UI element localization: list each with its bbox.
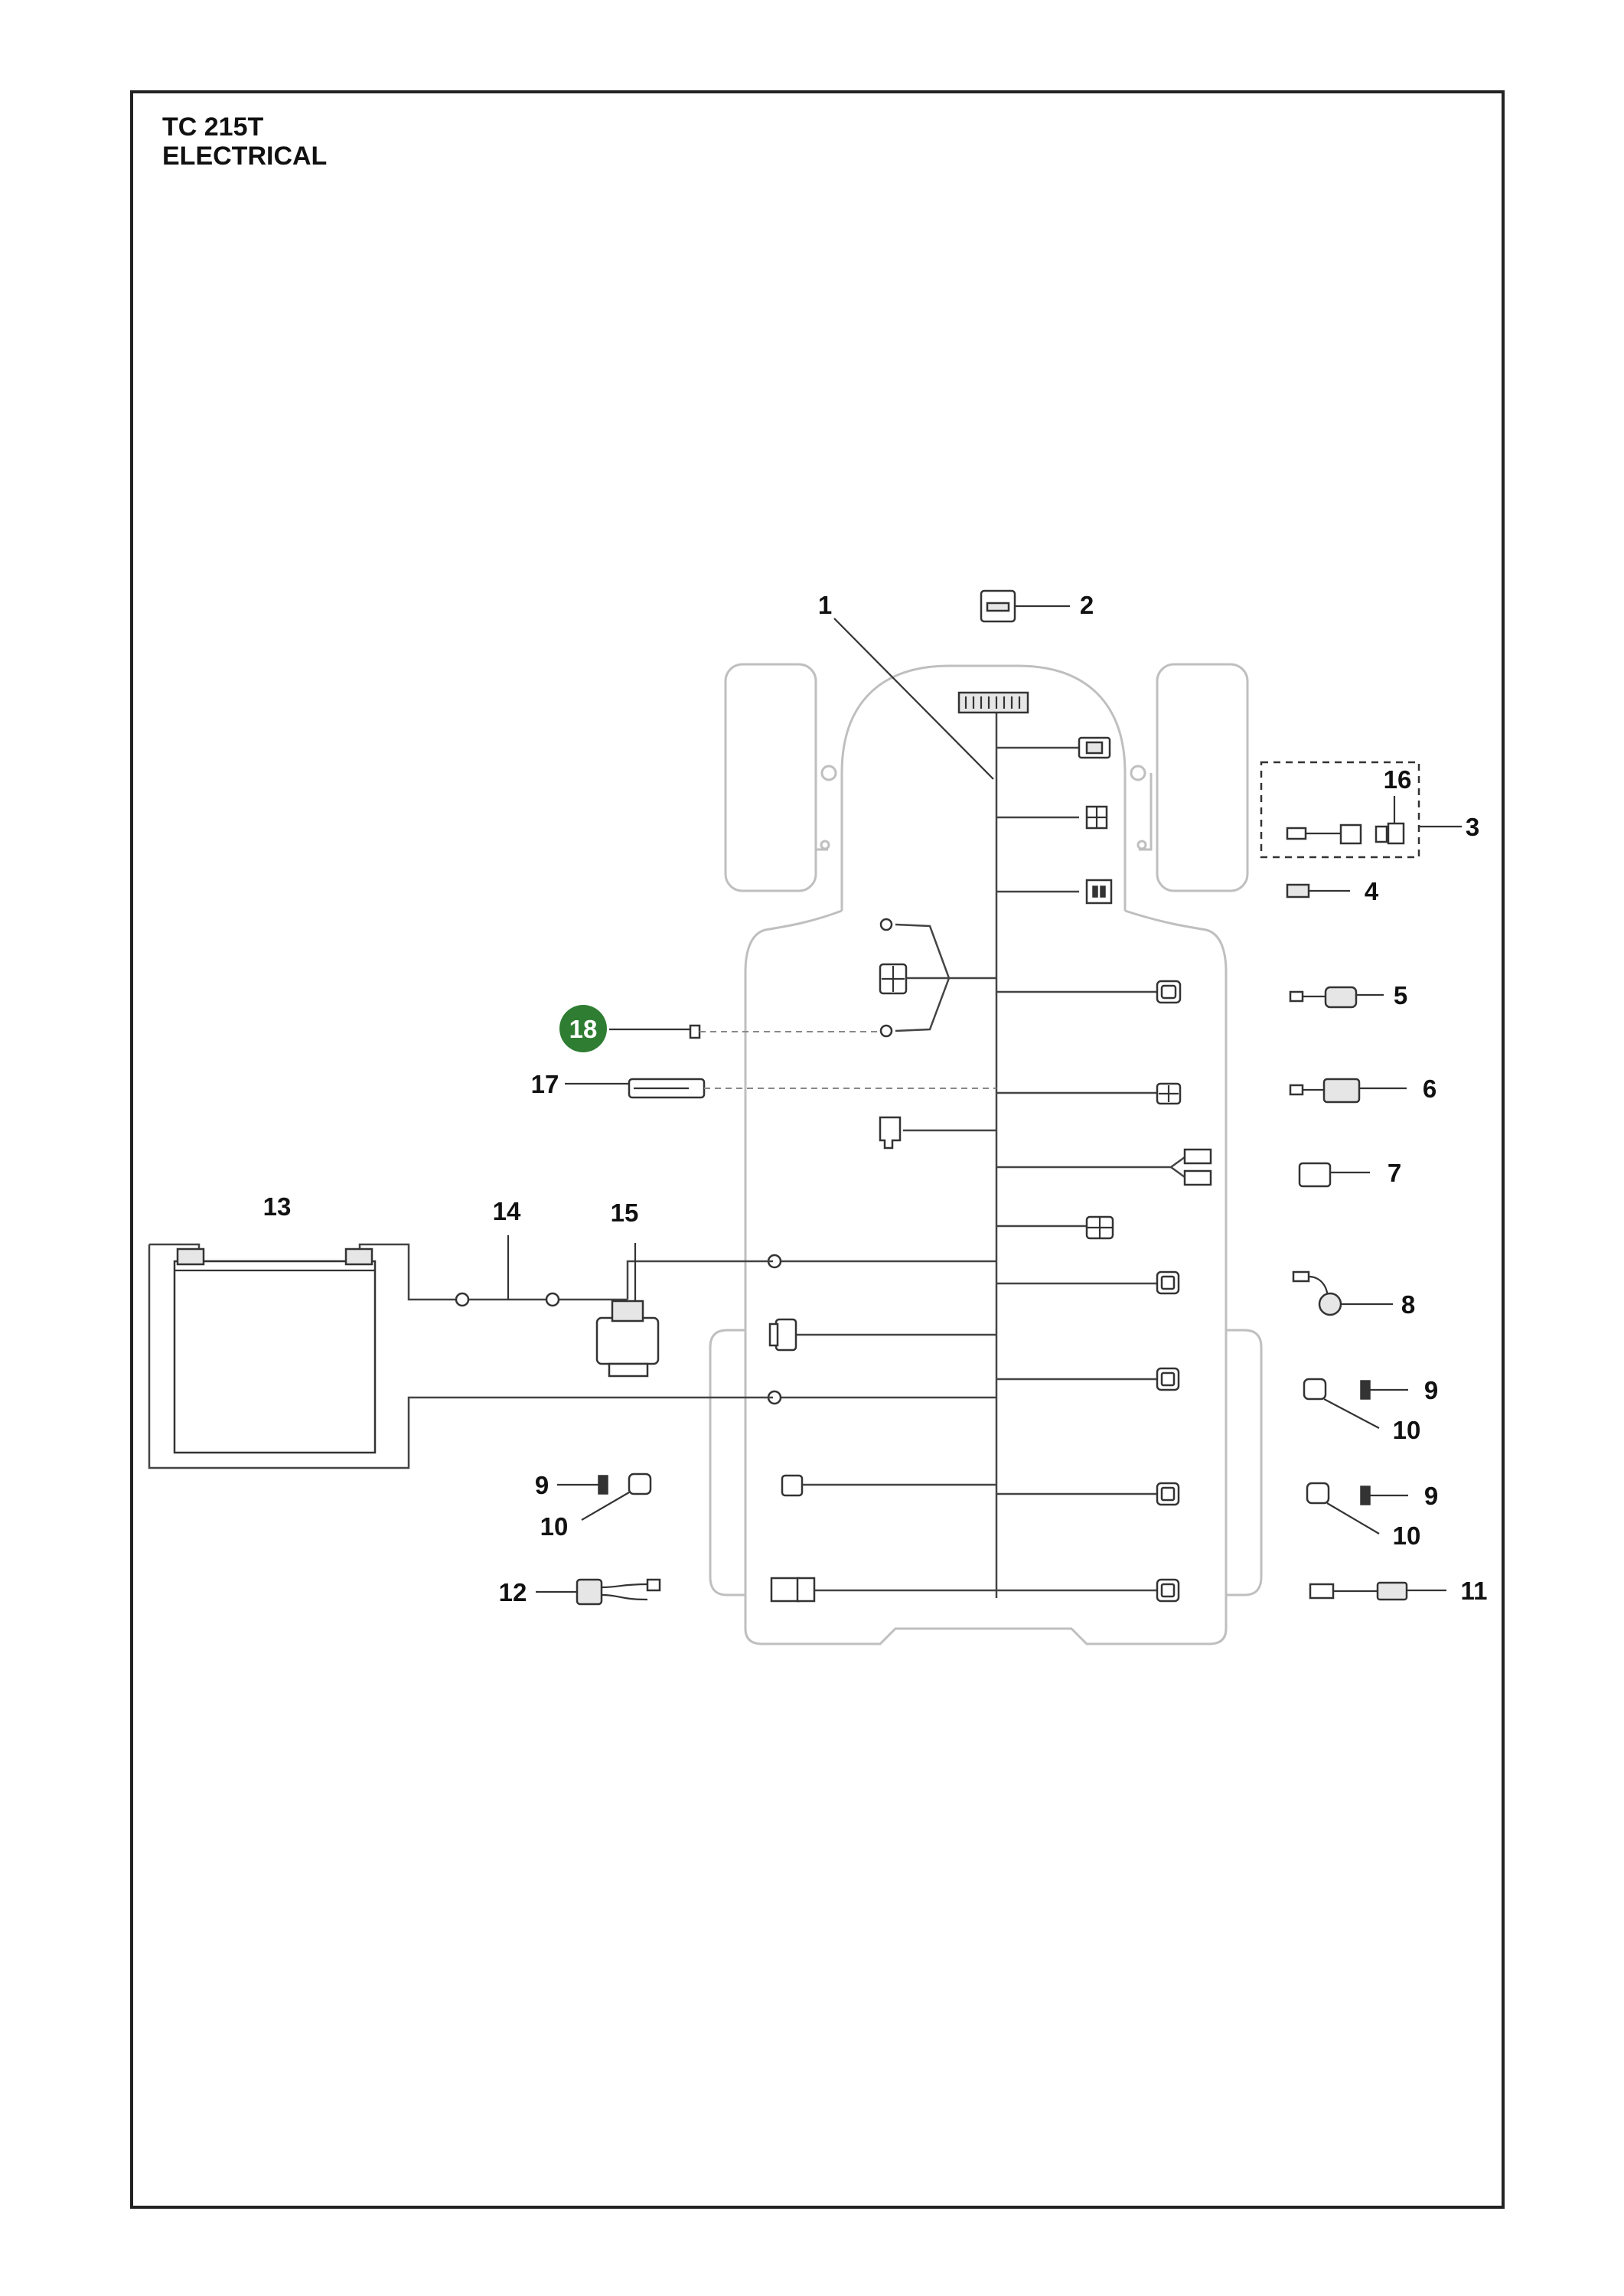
callout-10-left: 10 <box>540 1512 569 1541</box>
diagram-section-title: ELECTRICAL <box>162 142 328 171</box>
callout-10-upper: 10 <box>1393 1416 1421 1444</box>
component-parts <box>980 589 1462 1601</box>
callout-10-lower: 10 <box>1393 1521 1421 1550</box>
callout-15: 15 <box>611 1199 639 1227</box>
main-wiring-harness <box>773 691 1185 1598</box>
harness-connectors-left <box>767 918 908 1603</box>
left-parts <box>536 1024 996 1606</box>
callout-11: 11 <box>1461 1577 1488 1605</box>
callout-8: 8 <box>1401 1290 1415 1319</box>
callout-13: 13 <box>263 1192 292 1221</box>
callout-labels: 1 2 3 4 5 6 7 8 9 10 9 10 9 10 11 12 13 … <box>263 591 1488 1606</box>
callout-leaders <box>833 618 994 780</box>
callout-17: 17 <box>531 1070 559 1098</box>
diagram-model: TC 215T <box>162 113 264 142</box>
callout-18-highlight[interactable]: 18 <box>559 1005 607 1052</box>
callout-2: 2 <box>1080 591 1094 619</box>
callout-9-left: 9 <box>535 1471 549 1499</box>
callout-18: 18 <box>569 1015 598 1043</box>
callout-7: 7 <box>1388 1159 1401 1187</box>
callout-3: 3 <box>1466 813 1479 841</box>
callout-4: 4 <box>1365 877 1379 905</box>
callout-5: 5 <box>1394 981 1407 1009</box>
callout-9-upper: 9 <box>1424 1376 1438 1404</box>
callout-12: 12 <box>499 1578 527 1606</box>
callout-14: 14 <box>493 1197 521 1225</box>
callout-16: 16 <box>1384 765 1412 794</box>
callout-18-badge <box>559 1005 607 1052</box>
page-frame <box>130 90 1505 2209</box>
tractor-outline <box>709 663 1263 1645</box>
battery-group <box>148 1235 773 1469</box>
callout-9-lower: 9 <box>1424 1482 1438 1510</box>
callout-6: 6 <box>1423 1075 1436 1103</box>
callout-1: 1 <box>818 591 832 619</box>
harness-connectors <box>1078 736 1212 1603</box>
